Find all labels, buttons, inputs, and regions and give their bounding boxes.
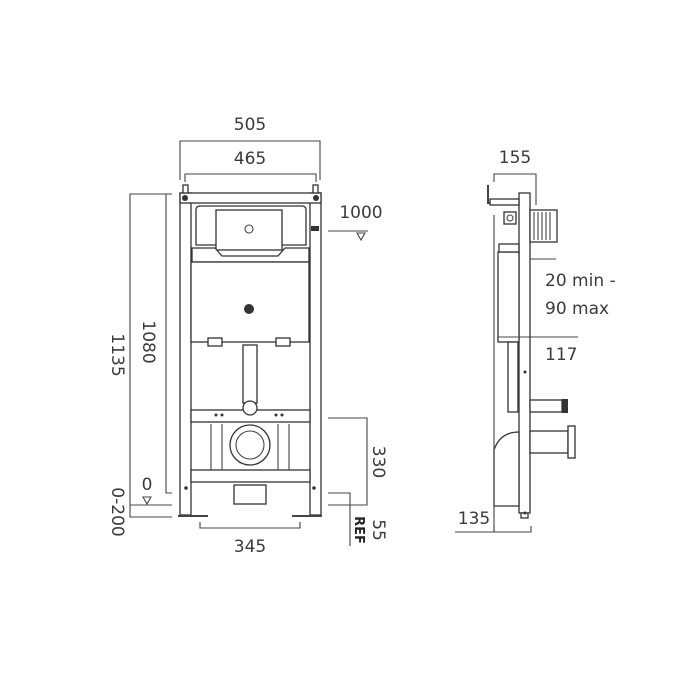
flush-pipe [214,344,284,417]
dim-330: 330 [368,446,388,478]
dim-frame-height: 1080 [138,193,172,494]
dim-flush-height: 1000 [311,203,383,242]
side-view: 155 20 min - 90 max [455,148,616,533]
waste-outlet [210,424,290,505]
dim-depth: 155 [493,148,537,205]
dim-465: 465 [234,149,266,169]
front-view: 505 465 [107,115,388,557]
dim-155: 155 [499,148,531,168]
dim-ref-height: 55 REF [328,492,388,546]
dim-total-height: 1135 [107,193,172,518]
dim-1000: 1000 [339,203,382,223]
dim-overall-width: 505 [179,115,321,180]
dim-0-200: 0-200 [107,487,127,536]
cistern [190,205,310,347]
side-frame [487,185,576,519]
dim-outlet-height: 330 [328,417,388,506]
dim-frame-width: 465 [184,149,317,182]
dim-117: 117 [545,345,577,365]
dim-505: 505 [234,115,266,135]
dim-base-depth: 135 [455,215,532,533]
dim-wall-range: 20 min - 90 max [530,258,616,319]
dim-135: 135 [458,509,490,529]
dim-90-max: 90 max [545,299,609,319]
dim-345: 345 [234,537,266,557]
ref-label: REF [351,516,366,544]
dim-55: 55 [368,519,388,541]
dim-20-min: 20 min - [545,271,616,291]
dim-0: 0 [142,475,153,495]
floor-level: 0 0-200 [107,475,172,537]
frame [178,184,322,517]
dim-1135: 1135 [107,333,127,376]
dim-feet-spacing: 345 [199,522,301,557]
dim-cistern-depth: 117 [498,336,578,365]
dim-1080: 1080 [138,320,158,363]
